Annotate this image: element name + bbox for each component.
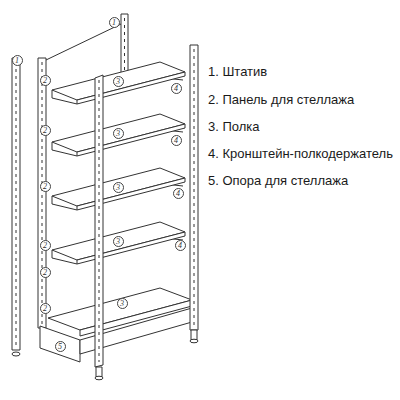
shelf-edge [77, 178, 185, 210]
shelf-edge [77, 232, 185, 264]
front-post-slots [194, 49, 195, 326]
callout-number: 4 [175, 240, 186, 251]
foot [95, 376, 103, 380]
callout-number: 2 [40, 181, 51, 192]
callout-number: 2 [40, 75, 51, 86]
foot [190, 339, 198, 343]
callout-number: 4 [171, 135, 182, 146]
panel-top-edge [46, 24, 121, 60]
shelf-edge [77, 72, 185, 104]
callout-number: 1 [109, 17, 120, 28]
callout-number: 3 [113, 182, 124, 193]
callout-number: 2 [40, 303, 51, 314]
callout-number: 3 [117, 298, 128, 309]
back-panel-strip [38, 58, 46, 328]
callout-number: 2 [40, 267, 51, 278]
callout-number: 3 [113, 128, 124, 139]
callout-number: 2 [40, 125, 51, 136]
panel-slots [42, 62, 43, 324]
back-post-slots [124, 18, 125, 72]
front-post [190, 45, 198, 330]
callout-number: 1 [12, 55, 23, 66]
callout-number: 5 [55, 341, 66, 352]
leg [96, 367, 102, 377]
plinth [40, 326, 80, 362]
upright-slots [16, 62, 17, 346]
shelving-lines [12, 14, 198, 380]
part-name: 1. Штатив [208, 64, 267, 80]
part-name: 2. Панель для стеллажа [208, 92, 354, 108]
leg [191, 330, 197, 340]
back-post [121, 14, 128, 76]
shelf-edge [77, 124, 185, 156]
part-name: 5. Опора для стеллажа [208, 173, 348, 189]
callout-number: 4 [173, 188, 184, 199]
part-name: 4. Кронштейн-полкодержатель [208, 146, 393, 162]
front-post-slots [99, 80, 100, 362]
callout-number: 3 [113, 236, 124, 247]
callout-number: 2 [40, 240, 51, 251]
upright-foot [12, 352, 20, 356]
upright [12, 58, 20, 350]
part-name: 3. Полка [208, 119, 260, 135]
callout-number: 4 [171, 83, 182, 94]
callout-number: 3 [113, 76, 124, 87]
front-post [95, 75, 103, 367]
